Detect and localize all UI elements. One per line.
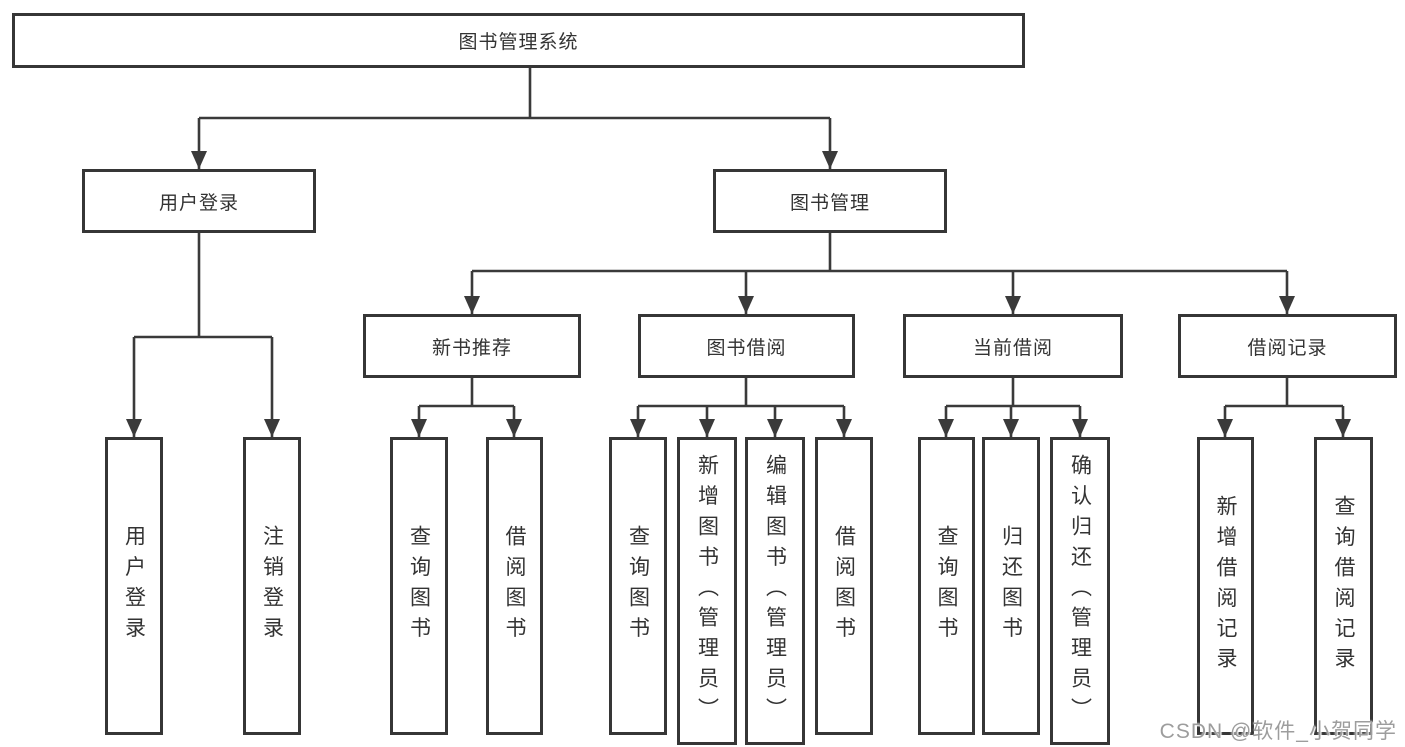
- node-leaf-query-books-current: 查询图书: [918, 437, 975, 735]
- node-leaf-confirm-return-admin: 确认归还（管理员）: [1050, 437, 1110, 745]
- watermark: CSDN @软件_小贺同学: [1159, 720, 1397, 743]
- node-label: 图书管理: [789, 192, 870, 214]
- connector-book-borrow-to-leaves: [630, 378, 852, 437]
- node-leaf-logout: 注销登录: [243, 437, 301, 735]
- node-book-borrow: 图书借阅: [638, 314, 855, 378]
- node-label: 注销登录: [260, 525, 284, 647]
- connector-book-management-to-modules: [464, 233, 1295, 314]
- connector-root-to-branches: [191, 68, 838, 169]
- node-book-management: 图书管理: [713, 169, 947, 233]
- node-label: 查询图书: [626, 525, 650, 647]
- node-leaf-return-book: 归还图书: [982, 437, 1040, 735]
- node-label: 新增借阅记录: [1214, 494, 1237, 678]
- node-leaf-edit-book-admin: 编辑图书（管理员）: [745, 437, 805, 745]
- node-leaf-user-login: 用户登录: [105, 437, 163, 735]
- node-label: 编辑图书（管理员）: [763, 453, 787, 729]
- node-root: 图书管理系统: [12, 13, 1025, 68]
- connector-current-borrow-to-leaves: [938, 378, 1088, 437]
- node-borrow-record: 借阅记录: [1178, 314, 1397, 378]
- node-leaf-add-book-admin: 新增图书（管理员）: [677, 437, 737, 745]
- node-label: 用户登录: [122, 525, 146, 647]
- node-label: 借阅图书: [503, 525, 526, 647]
- node-leaf-borrow-books-recommend: 借阅图书: [486, 437, 543, 735]
- node-label: 确认归还（管理员）: [1068, 453, 1092, 729]
- node-label: 借阅图书: [832, 525, 856, 647]
- node-label: 图书借阅: [706, 337, 787, 359]
- node-label: 借阅记录: [1247, 337, 1328, 359]
- node-leaf-add-borrow-record: 新增借阅记录: [1197, 437, 1254, 735]
- node-leaf-borrow-books: 借阅图书: [815, 437, 873, 735]
- node-new-book-recommend: 新书推荐: [363, 314, 581, 378]
- node-label: 查询图书: [935, 525, 958, 647]
- node-label: 新增图书（管理员）: [695, 453, 719, 729]
- node-label: 归还图书: [999, 525, 1023, 647]
- node-leaf-query-books-borrow: 查询图书: [609, 437, 667, 735]
- node-label: 查询图书: [407, 525, 431, 647]
- node-leaf-query-borrow-record: 查询借阅记录: [1314, 437, 1373, 735]
- node-label: 当前借阅: [972, 337, 1053, 359]
- node-user-login-branch: 用户登录: [82, 169, 316, 233]
- connector-new-book-recommend-to-leaves: [411, 378, 522, 437]
- connector-user-login-to-leaves: [126, 233, 280, 437]
- node-root-label: 图书管理系统: [458, 32, 579, 53]
- node-leaf-query-books-recommend: 查询图书: [390, 437, 448, 735]
- node-label: 用户登录: [158, 192, 239, 214]
- node-label: 查询借阅记录: [1332, 494, 1355, 678]
- node-label: 新书推荐: [431, 337, 512, 359]
- node-current-borrow: 当前借阅: [903, 314, 1123, 378]
- connector-borrow-record-to-leaves: [1217, 378, 1351, 437]
